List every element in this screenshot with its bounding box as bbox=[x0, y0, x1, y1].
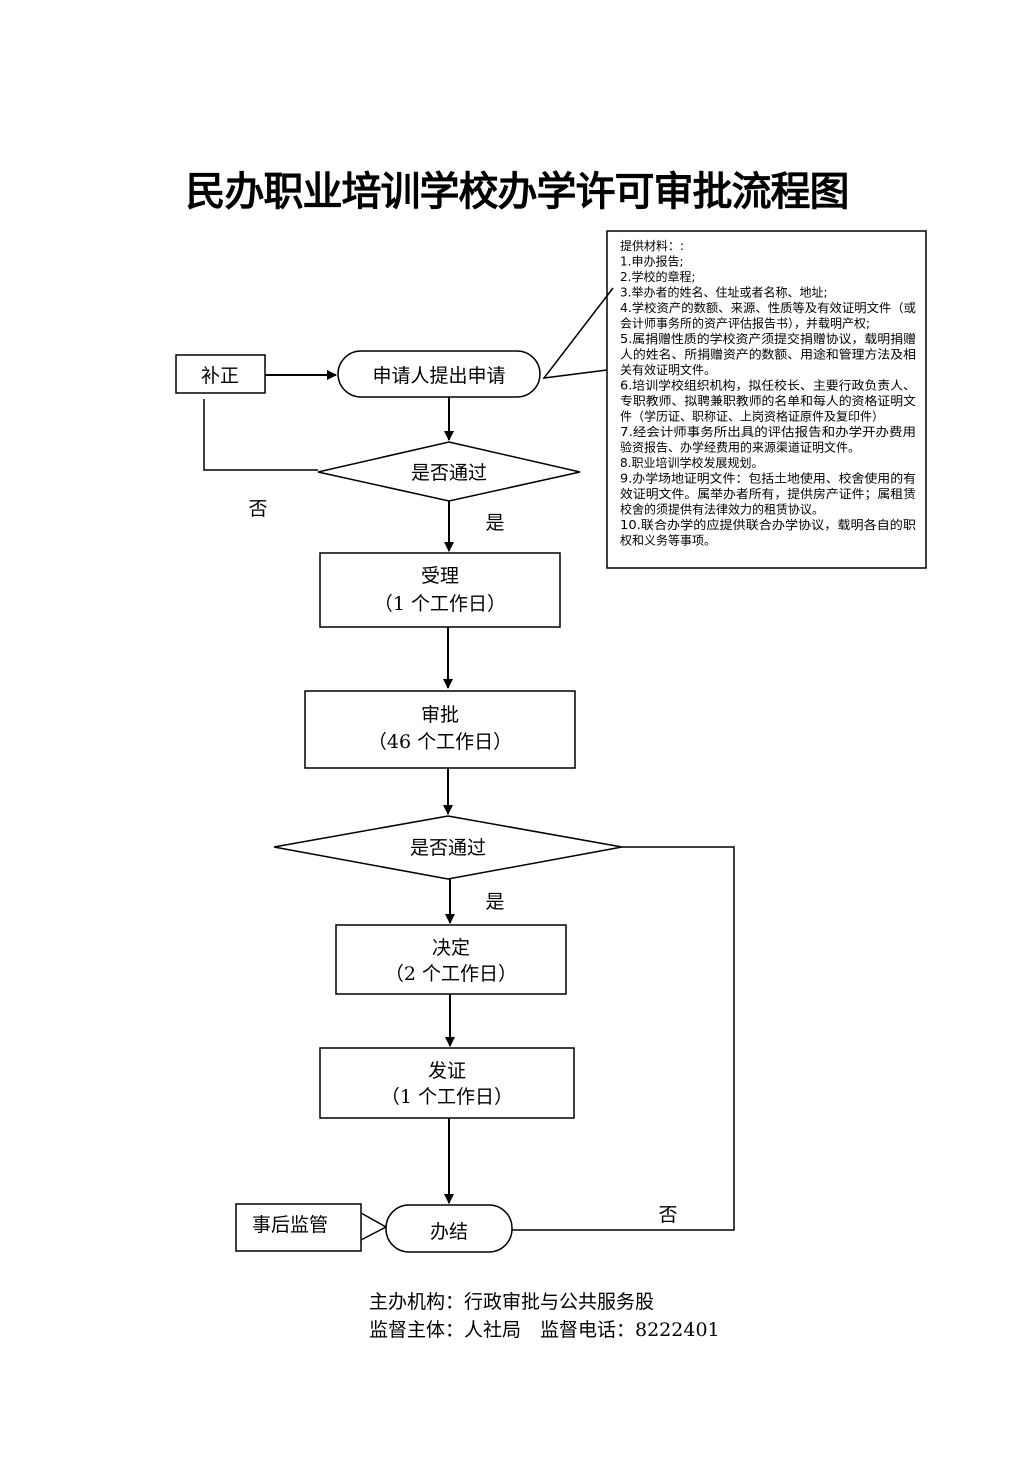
accept-time: （1 个工作日） bbox=[374, 593, 506, 615]
supervise-node: 事后监管 bbox=[235, 1203, 362, 1252]
materials-line: 专职教师、拟聘兼职教师的名单和每人的资格证明文 bbox=[620, 393, 916, 408]
check2-label: 是否通过 bbox=[410, 837, 486, 859]
materials-line: 验资报告、办学经费用的来源渠道证明文件。 bbox=[620, 440, 860, 455]
materials-box: 提供材料：:1.申办报告;2.学校的章程;3.举办者的姓名、住址或者名称、地址;… bbox=[606, 230, 927, 569]
supplement-node: 补正 bbox=[175, 354, 266, 394]
materials-line: 9.办学场地证明文件：包括土地使用、校舍使用的有 bbox=[620, 471, 916, 486]
approve-node: 审批 （46 个工作日） bbox=[304, 690, 576, 769]
certify-time: （1 个工作日） bbox=[381, 1086, 513, 1108]
finish-label: 办结 bbox=[430, 1221, 468, 1243]
check2-node: 是否通过 bbox=[273, 815, 623, 880]
footer-supervision: 监督主体：人社局 监督电话：8222401 bbox=[369, 1319, 720, 1341]
materials-line: 2.学校的章程; bbox=[620, 269, 696, 284]
materials-line: 校舍的须提供有法律效力的租赁协议。 bbox=[620, 502, 824, 517]
supervise-callout-line bbox=[360, 1212, 388, 1241]
accept-node: 受理 （1 个工作日） bbox=[319, 552, 561, 628]
label-yes-2: 是 bbox=[485, 891, 504, 913]
accept-label: 受理 bbox=[421, 565, 459, 587]
materials-line: 1.申办报告; bbox=[620, 254, 684, 269]
materials-line: 8.职业培训学校发展规划。 bbox=[620, 455, 763, 470]
check1-label: 是否通过 bbox=[411, 462, 487, 484]
materials-line: 权和义务等事项。 bbox=[620, 533, 716, 548]
line-check2-no-to-finish bbox=[512, 846, 735, 1231]
materials-line: 5.属捐赠性质的学校资产须提交捐赠协议，载明捐赠 bbox=[620, 331, 916, 346]
materials-line: 4.学校资产的数额、来源、性质等及有效证明文件（或 bbox=[620, 300, 916, 315]
label-no-2: 否 bbox=[658, 1204, 677, 1226]
decide-node: 决定 （2 个工作日） bbox=[335, 924, 567, 995]
materials-text: 提供材料：:1.申办报告;2.学校的章程;3.举办者的姓名、住址或者名称、地址;… bbox=[620, 238, 916, 548]
label-no-1: 否 bbox=[248, 498, 267, 520]
finish-node: 办结 bbox=[385, 1204, 513, 1253]
page-title: 民办职业培训学校办学许可审批流程图 bbox=[186, 169, 849, 215]
certify-node: 发证 （1 个工作日） bbox=[319, 1047, 575, 1119]
materials-line: 关有效证明文件。 bbox=[620, 362, 716, 377]
approve-time: （46 个工作日） bbox=[368, 731, 512, 753]
certify-label: 发证 bbox=[428, 1060, 466, 1082]
apply-label: 申请人提出申请 bbox=[372, 365, 505, 387]
line-check1-no-to-supplement bbox=[203, 399, 318, 471]
decide-label: 决定 bbox=[432, 937, 470, 959]
materials-line: 6.培训学校组织机构，拟任校长、主要行政负责人、 bbox=[620, 378, 916, 393]
materials-line: 提供材料：: bbox=[620, 238, 684, 253]
check1-node: 是否通过 bbox=[317, 441, 581, 502]
materials-line: 人的姓名、所捐赠资产的数额、用途和管理方法及相 bbox=[620, 347, 916, 362]
apply-node: 申请人提出申请 bbox=[337, 350, 541, 398]
materials-line: 件（学历证、职称证、上岗资格证原件及复印件） bbox=[620, 409, 884, 424]
materials-line: 7.经会计师事务所出具的评估报告和办学开办费用 bbox=[620, 424, 916, 439]
supplement-label: 补正 bbox=[201, 365, 239, 387]
materials-line: 3.举办者的姓名、住址或者名称、地址; bbox=[620, 285, 828, 300]
materials-line: 会计师事务所的资产评估报告书），并载明产权; bbox=[620, 316, 870, 331]
decide-time: （2 个工作日） bbox=[385, 963, 517, 985]
label-yes-1: 是 bbox=[485, 512, 504, 534]
materials-callout-line bbox=[542, 287, 614, 379]
approve-label: 审批 bbox=[421, 704, 459, 726]
supervise-label: 事后监管 bbox=[252, 1214, 328, 1236]
materials-line: 效证明文件。属举办者所有，提供房产证件；属租赁 bbox=[620, 486, 916, 501]
footer-organizer: 主办机构：行政审批与公共服务股 bbox=[369, 1291, 654, 1313]
materials-line: 10.联合办学的应提供联合办学协议，载明各自的职 bbox=[620, 517, 916, 532]
